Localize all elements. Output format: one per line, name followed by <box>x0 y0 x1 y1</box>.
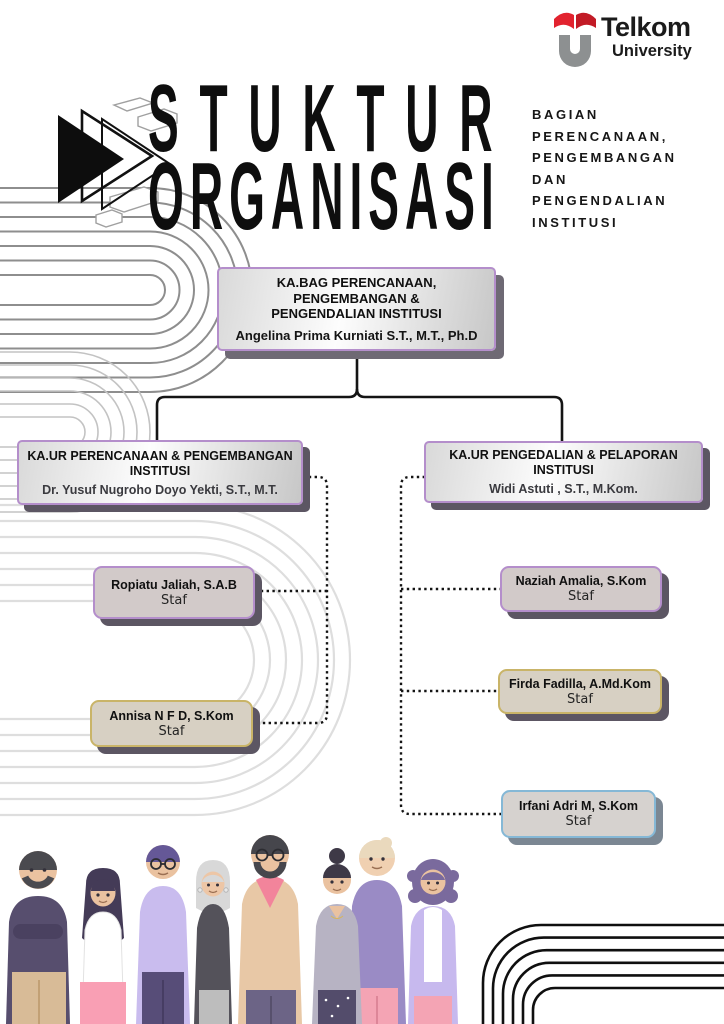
staff-box: Ropiatu Jaliah, S.A.B Staf <box>93 566 255 619</box>
department-subtitle: BAGIAN PERENCANAAN, PENGEMBANGAN DAN PEN… <box>532 104 677 233</box>
head-box: KA.BAG PERENCANAAN, PENGEMBANGAN & PENGE… <box>217 267 496 351</box>
staff-box: Firda Fadilla, A.Md.Kom Staf <box>498 669 662 714</box>
unit-right-title: KA.UR PENGEDALIAN & PELAPORAN INSTITUSI <box>449 448 678 477</box>
unit-box-right: KA.UR PENGEDALIAN & PELAPORAN INSTITUSI … <box>424 441 703 503</box>
staff-name: Ropiatu Jaliah, S.A.B <box>111 577 237 592</box>
staff-box: Naziah Amalia, S.Kom Staf <box>500 566 662 612</box>
person-man-glasses-lavender <box>136 845 190 1024</box>
subtitle-line: DAN <box>532 171 568 187</box>
staff-name: Annisa N F D, S.Kom <box>109 708 234 723</box>
stadium-pattern-bottom-left <box>0 503 352 817</box>
staff-role: Staf <box>567 691 593 707</box>
subtitle-line: INSTITUSI <box>532 214 619 230</box>
staff-name: Firda Fadilla, A.Md.Kom <box>509 676 651 691</box>
person-woman-bun <box>312 848 362 1024</box>
head-box-name: Angelina Prima Kurniati S.T., M.T., Ph.D <box>235 327 478 343</box>
staff-role: Staf <box>158 723 185 739</box>
person-woman-curly-lavender <box>407 859 459 1024</box>
brand-name: Telkom <box>601 12 691 42</box>
unit-box-left: KA.UR PERENCANAAN & PENGEMBANGAN INSTITU… <box>17 440 303 505</box>
unit-left-title: KA.UR PERENCANAAN & PENGEMBANGAN INSTITU… <box>27 448 293 478</box>
person-woman-white-top <box>80 868 126 1024</box>
staff-name: Irfani Adri M, S.Kom <box>519 799 638 813</box>
team-people-illustration <box>6 835 459 1024</box>
staff-box: Irfani Adri M, S.Kom Staf <box>501 790 656 838</box>
person-man-tan-sweater <box>238 835 302 1024</box>
staff-box: Annisa N F D, S.Kom Staf <box>90 700 253 747</box>
page-title-line-2: ORGANISASI <box>148 143 500 251</box>
page-title-line-1: STUKTUR <box>148 65 514 173</box>
play-arrows-icon <box>58 97 178 228</box>
staff-role: Staf <box>161 592 187 608</box>
staff-role: Staf <box>568 589 594 604</box>
subtitle-line: PERENCANAAN, <box>532 128 668 144</box>
stadium-pattern-mid-left <box>0 351 151 513</box>
telkom-logo-icon <box>554 12 596 67</box>
staff-name: Naziah Amalia, S.Kom <box>515 574 647 588</box>
person-older-woman-gray <box>194 860 232 1024</box>
person-man-blonde <box>348 837 406 1024</box>
unit-right-name: Widi Astuti , S.T., M.Kom. <box>489 482 638 496</box>
head-box-title: KA.BAG PERENCANAAN, PENGEMBANGAN & PENGE… <box>271 275 442 322</box>
person-man-crossed-arms <box>6 851 70 1024</box>
subtitle-line: BAGIAN <box>532 107 599 122</box>
subtitle-line: PENGENDALIAN <box>532 193 668 208</box>
brand-subname: University <box>612 42 692 60</box>
staff-role: Staf <box>565 814 592 829</box>
subtitle-line: PENGEMBANGAN <box>532 150 677 165</box>
brand-text: Telkom University <box>601 14 692 60</box>
unit-left-name: Dr. Yusuf Nugroho Doyo Yekti, S.T., M.T. <box>42 482 278 497</box>
curve-pattern-bottom-right <box>481 923 724 1024</box>
